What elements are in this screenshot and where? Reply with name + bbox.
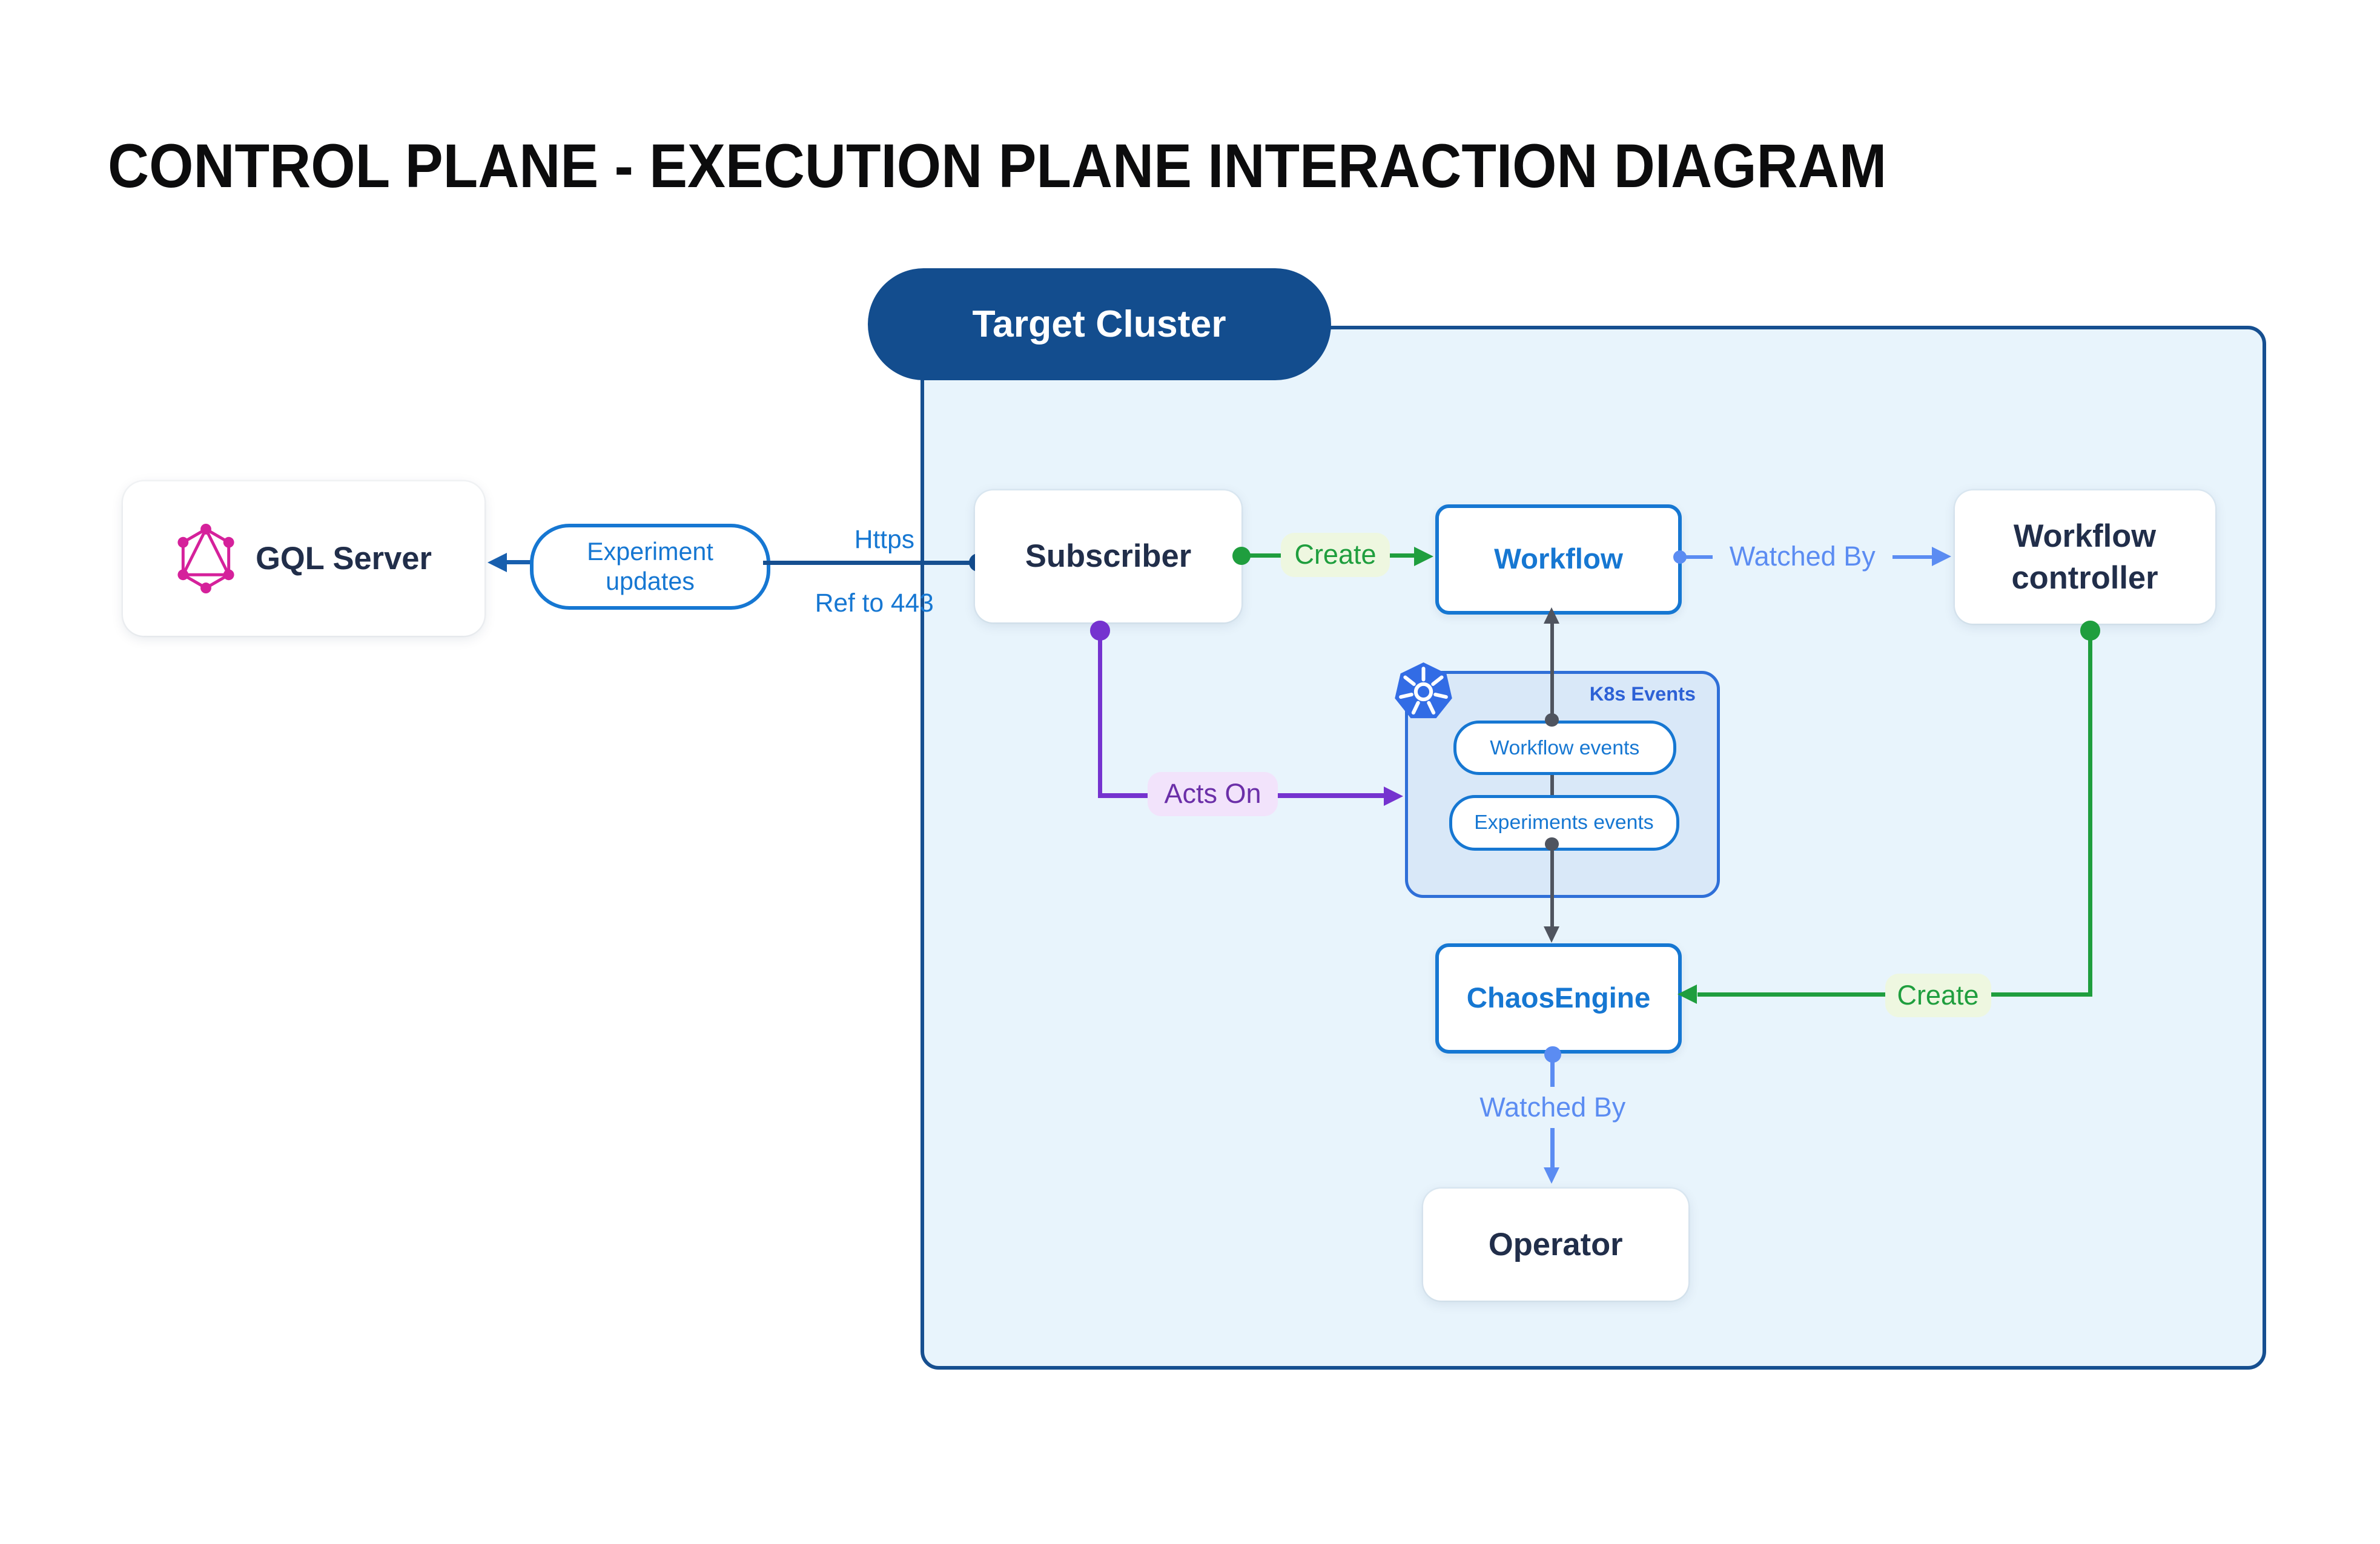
watched-by-line-a: [1684, 555, 1713, 559]
arrowhead-to-operator: [1543, 1167, 1559, 1184]
arrowhead-to-gql: [488, 552, 507, 572]
arrowhead-to-workflow: [1414, 546, 1433, 566]
arrowhead-to-controller: [1932, 546, 1951, 566]
watched-by-edge-label-2: Watched By: [1479, 1091, 1626, 1123]
create-edge-line-a: [1248, 553, 1284, 558]
edge-line-gql: [506, 560, 532, 564]
watched-by2-line-a: [1550, 1058, 1555, 1087]
k8s-events-label: K8s Events: [1589, 682, 1696, 705]
workflow-controller-line2: controller: [2011, 560, 2158, 596]
arrowhead-down-to-chaosengine: [1543, 926, 1559, 943]
target-cluster-pill: Target Cluster: [867, 268, 1331, 380]
gql-server-node: GQL Server: [122, 481, 484, 636]
experiments-events-pill: Experiments events: [1449, 794, 1679, 851]
workflow-controller-node: Workflow controller: [1954, 490, 2215, 624]
gql-server-label: GQL Server: [256, 541, 432, 576]
operator-node: Operator: [1423, 1188, 1688, 1301]
target-cluster-label: Target Cluster: [972, 303, 1226, 345]
k8s-events-group: [1405, 670, 1720, 898]
https-label: Https: [854, 525, 914, 554]
create2-line-vertical: [2088, 636, 2092, 995]
k8s-edge-dot-top: [1545, 713, 1559, 727]
kubernetes-icon: [1392, 660, 1455, 724]
create-edge-line-b: [1387, 553, 1417, 558]
chaos-engine-label: ChaosEngine: [1466, 982, 1651, 1014]
k8s-events-edge-line: [1550, 619, 1554, 931]
create-edge-label-2: Create: [1885, 973, 1991, 1017]
experiment-updates-pill: Experiment updates: [530, 524, 770, 610]
page-title: CONTROL PLANE - EXECUTION PLANE INTERACT…: [107, 131, 1886, 200]
k8s-edge-dot-bottom: [1545, 837, 1559, 851]
graphql-icon: [176, 524, 236, 593]
edge-line-https: [763, 560, 972, 565]
workflow-controller-line1: Workflow: [2013, 518, 2157, 554]
arrowhead-to-k8s-events: [1384, 786, 1403, 806]
acts-on-edge-label: Acts On: [1148, 772, 1278, 816]
acts-on-line-vertical: [1097, 636, 1102, 796]
experiment-updates-line2: updates: [606, 567, 695, 595]
chaos-engine-node: ChaosEngine: [1435, 943, 1682, 1054]
watched-by-line-b: [1892, 555, 1932, 559]
subscriber-node: Subscriber: [975, 490, 1241, 622]
ref-443-label: Ref to 443: [815, 589, 934, 618]
watched-by2-line-b: [1550, 1127, 1555, 1169]
workflow-events-pill: Workflow events: [1453, 721, 1676, 775]
workflow-label: Workflow: [1494, 543, 1623, 575]
arrowhead-up-to-workflow: [1543, 607, 1559, 624]
watched-by-edge-label: Watched By: [1729, 540, 1876, 572]
workflow-node: Workflow: [1435, 504, 1682, 615]
subscriber-label: Subscriber: [1025, 538, 1192, 575]
create-edge-label: Create: [1281, 533, 1390, 577]
watched-by-start-dot: [1673, 550, 1687, 564]
arrowhead-to-chaosengine: [1678, 985, 1697, 1005]
operator-label: Operator: [1488, 1226, 1623, 1262]
experiment-updates-line1: Experiment: [587, 538, 713, 566]
workflow-controller-label: Workflow controller: [2011, 515, 2158, 599]
